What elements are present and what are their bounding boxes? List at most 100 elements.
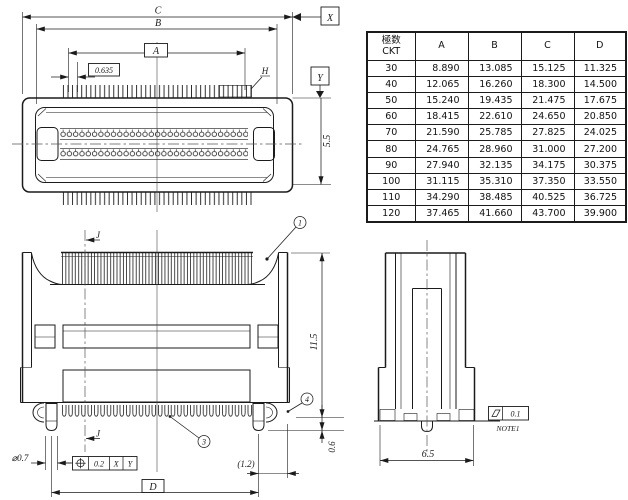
- front-view-slot: [62, 324, 251, 349]
- header-c: C: [520, 31, 575, 61]
- cell-a: 24.765: [414, 140, 469, 158]
- cell-d: 11.325: [573, 59, 627, 78]
- table-row: 30 8.890 13.085 15.125 11.325: [366, 59, 627, 78]
- top-view: H C X B A 0.635 Y: [12, 6, 340, 212]
- cell-c: 18.300: [520, 76, 575, 94]
- dim-d-label: D: [148, 482, 157, 493]
- right-fitting-post: [252, 403, 265, 432]
- cell-d: 30.375: [573, 156, 627, 174]
- dim-5-5-label: 5.5: [322, 135, 333, 148]
- top-view-contact-row-lower: [60, 149, 248, 159]
- cell-ckt: 120: [366, 204, 416, 223]
- cell-c: 31.000: [520, 140, 575, 158]
- callout-1-circle: [293, 216, 307, 229]
- dim-1-2-label: (1.2): [237, 459, 254, 469]
- callout-4-label: 4: [305, 395, 309, 404]
- cell-b: 16.260: [467, 76, 522, 94]
- cell-b: 35.310: [467, 172, 522, 190]
- callout-3-circle: [197, 435, 211, 448]
- cell-a: 31.115: [414, 172, 469, 190]
- dim-post-dia-label: ⌀0.7: [12, 453, 29, 463]
- cell-c: 24.650: [520, 108, 575, 126]
- callout-3-label: 3: [201, 438, 206, 447]
- datum-x-triangle: [292, 13, 301, 21]
- dim-pitch-box: [88, 63, 120, 77]
- cell-ckt: 80: [366, 140, 416, 158]
- note-label: NOTE1: [496, 424, 520, 433]
- flatness-symbol-icon: [491, 409, 501, 417]
- cell-b: 19.435: [467, 92, 522, 110]
- cell-d: 36.725: [573, 188, 627, 206]
- cell-a: 12.065: [414, 76, 469, 94]
- left-fitting-curl: [32, 402, 45, 423]
- header-d: D: [573, 31, 627, 61]
- cell-b: 13.085: [467, 59, 522, 78]
- table-row: 60 18.415 22.610 24.650 20.850: [366, 108, 627, 126]
- cell-c: 40.525: [520, 188, 575, 206]
- left-fitting-post: [45, 403, 58, 432]
- top-view-contact-row-upper: [60, 129, 248, 139]
- cell-d: 33.550: [573, 172, 627, 190]
- cell-c: 27.825: [520, 124, 575, 142]
- fcf-tolerance: 0.2: [94, 460, 104, 469]
- header-a: A: [414, 31, 469, 61]
- table-row: 70 21.590 25.785 27.825 24.025: [366, 124, 627, 142]
- section-j-bottom-label: J: [96, 429, 101, 439]
- side-view: 0.1 NOTE1 6.5: [374, 240, 529, 466]
- table-row: 100 31.115 35.310 37.350 33.550: [366, 172, 627, 190]
- table-row: 40 12.065 16.260 18.300 14.500: [366, 76, 627, 94]
- h-callout-box: [219, 85, 252, 98]
- cell-ckt: 60: [366, 108, 416, 126]
- cell-a: 15.240: [414, 92, 469, 110]
- right-fitting-curl: [265, 402, 278, 423]
- cell-b: 28.960: [467, 140, 522, 158]
- top-view-inner-frame: [35, 107, 274, 183]
- cell-b: 41.660: [467, 204, 522, 223]
- cell-b: 22.610: [467, 108, 522, 126]
- header-b: B: [467, 31, 522, 61]
- cell-c: 43.700: [520, 204, 575, 223]
- h-label: H: [261, 66, 269, 76]
- table-row: 90 27.940 32.135 34.175 30.375: [366, 156, 627, 174]
- cell-ckt: 100: [366, 172, 416, 190]
- cell-c: 37.350: [520, 172, 575, 190]
- cell-b: 25.785: [467, 124, 522, 142]
- datum-y-label: Y: [317, 73, 324, 84]
- cell-c: 21.475: [520, 92, 575, 110]
- dim-d-box: [141, 479, 165, 493]
- cell-a: 34.290: [414, 188, 469, 206]
- datum-x-box: [320, 6, 340, 26]
- dim-c-label: C: [155, 6, 162, 17]
- cell-c: 34.175: [520, 156, 575, 174]
- top-view-body-outline: [21, 97, 294, 193]
- cell-a: 18.415: [414, 108, 469, 126]
- cell-b: 38.485: [467, 188, 522, 206]
- cell-d: 17.675: [573, 92, 627, 110]
- cell-ckt: 110: [366, 188, 416, 206]
- front-view-left-shoulder: [31, 252, 63, 285]
- table-row: 80 24.765 28.960 31.000 27.200: [366, 140, 627, 158]
- fcf-datum-1: X: [113, 460, 120, 469]
- table-row: 50 15.240 19.435 21.475 17.675: [366, 92, 627, 110]
- dim-11-5-label: 11.5: [309, 334, 320, 351]
- cell-a: 37.465: [414, 204, 469, 223]
- cell-d: 20.850: [573, 108, 627, 126]
- cell-ckt: 30: [366, 59, 416, 78]
- cell-d: 39.900: [573, 204, 627, 223]
- table-row: 110 34.290 38.485 40.525 36.725: [366, 188, 627, 206]
- cell-b: 32.135: [467, 156, 522, 174]
- dim-b-label: B: [155, 18, 161, 29]
- flatness-fcf: [488, 406, 529, 421]
- front-view-right-latch: [257, 324, 279, 349]
- cell-ckt: 40: [366, 76, 416, 94]
- section-j-top-label: J: [96, 230, 101, 240]
- cell-a: 27.940: [414, 156, 469, 174]
- callout-4-circle: [300, 392, 314, 406]
- cell-d: 14.500: [573, 76, 627, 94]
- fcf-datum-2: Y: [128, 460, 134, 469]
- front-view-right-shoulder: [247, 252, 279, 285]
